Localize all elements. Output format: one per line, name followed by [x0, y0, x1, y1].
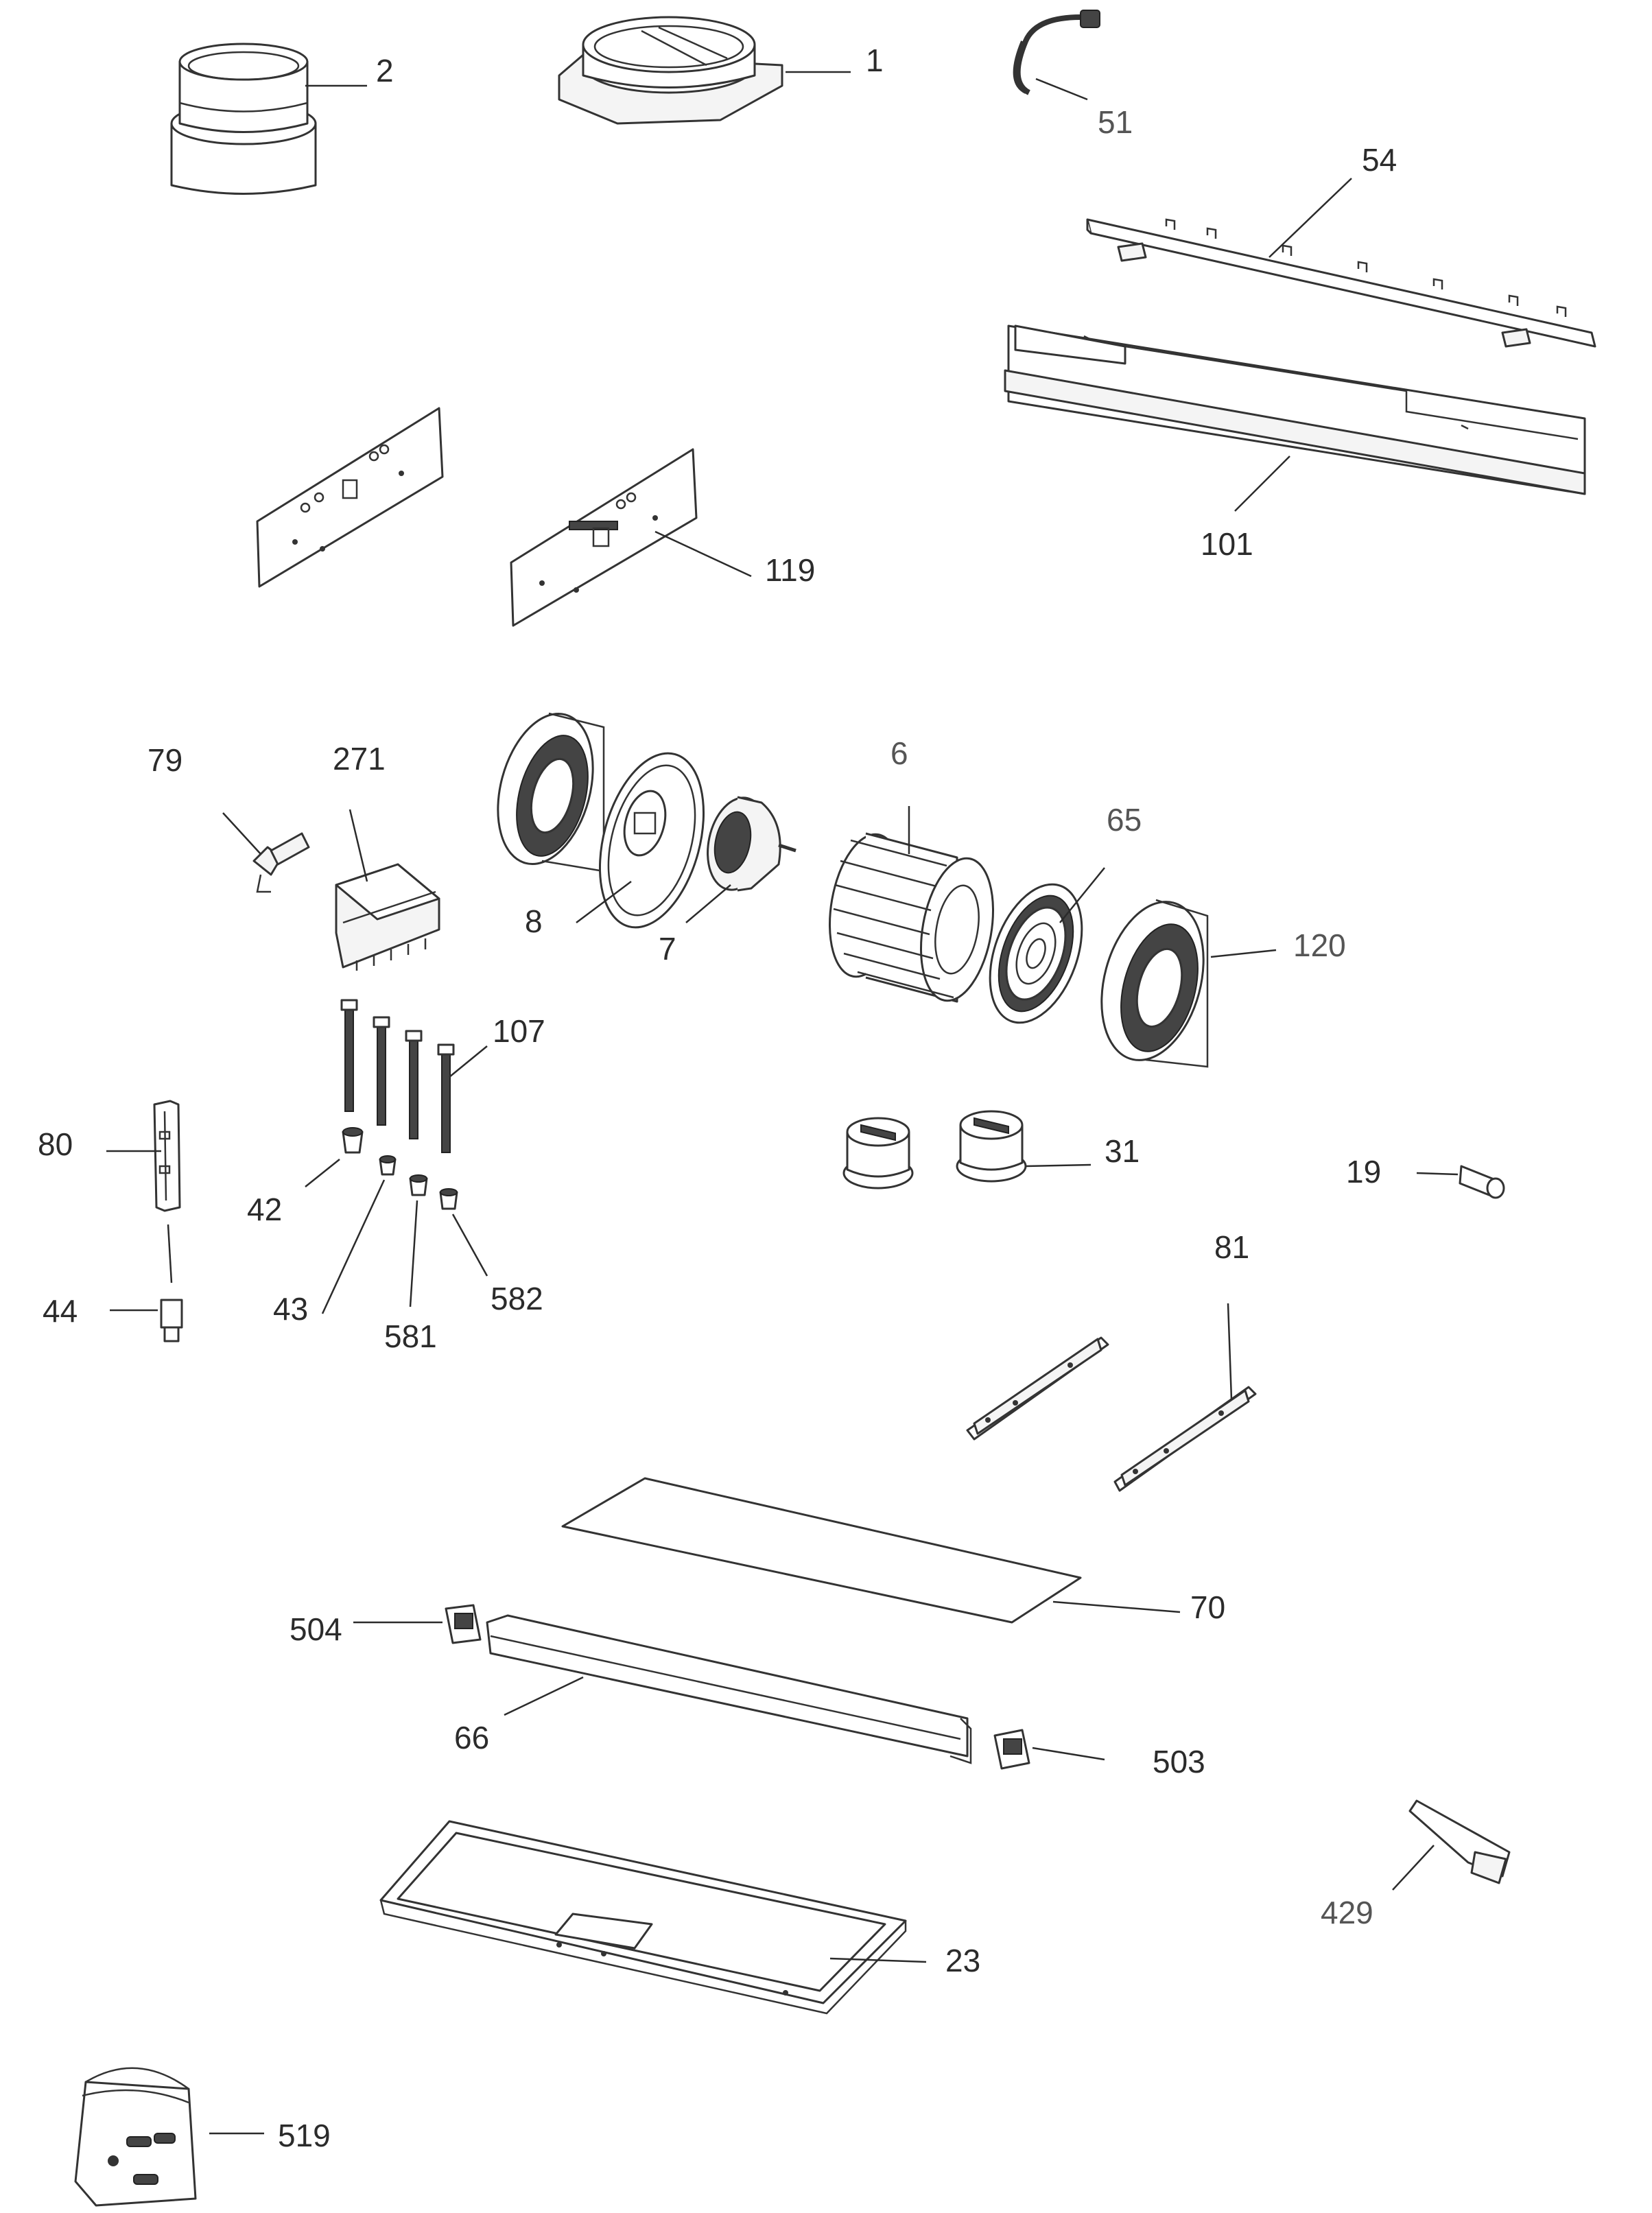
callout-70: 70 [1190, 1589, 1226, 1625]
part-2-duct-collar [170, 43, 367, 195]
callout-6: 6 [890, 735, 908, 771]
part-119-plate-right [510, 448, 752, 627]
part-8-filter-cassette-left [497, 712, 605, 873]
part-79-clamp [222, 812, 310, 893]
part-19-lamp [1416, 1165, 1505, 1199]
part-101-channel [1004, 324, 1586, 512]
callout-582: 582 [491, 1281, 543, 1316]
callout-101: 101 [1201, 526, 1253, 562]
callout-42: 42 [247, 1192, 283, 1227]
callout-23: 23 [945, 1943, 981, 1978]
callout-80: 80 [38, 1126, 73, 1162]
callout-66: 66 [454, 1720, 490, 1755]
callout-429: 429 [1321, 1895, 1373, 1930]
part-429-clip [1392, 1799, 1511, 1891]
part-54-rail-bracket [1086, 178, 1596, 348]
part-8-motor-plate [576, 752, 705, 929]
part-70-glass-panel [561, 1477, 1181, 1624]
part-80-bracket [106, 1100, 181, 1283]
part-107-rods [340, 999, 488, 1153]
callout-503: 503 [1153, 1744, 1205, 1779]
part-582-bushing [439, 1188, 488, 1277]
callout-107: 107 [493, 1013, 545, 1049]
part-271-control-module [335, 809, 440, 971]
part-31-knob-right [956, 1110, 1092, 1183]
part-65-grille [989, 867, 1105, 1024]
callout-31: 31 [1105, 1133, 1140, 1169]
part-120-filter-cassette [1100, 899, 1277, 1068]
callout-1: 1 [866, 43, 884, 78]
part-23-filter-frame [379, 1820, 927, 2015]
callout-2: 2 [376, 53, 394, 88]
part-1-flange-adapter [558, 16, 851, 125]
callout-81: 81 [1214, 1229, 1250, 1265]
part-504-end-cap [353, 1604, 482, 1644]
part-519-hardware-bag [74, 2067, 264, 2207]
callout-581: 581 [384, 1318, 437, 1354]
callout-79: 79 [148, 742, 183, 778]
part-51-power-cable [1013, 10, 1100, 101]
callout-519: 519 [278, 2118, 331, 2153]
callout-8: 8 [525, 903, 543, 939]
part-81-rail-left [966, 1336, 1109, 1441]
callout-119: 119 [765, 552, 816, 588]
callout-51: 51 [1098, 104, 1133, 140]
part-31-knob-left [842, 1117, 914, 1190]
part-503-end-cap [993, 1729, 1105, 1770]
callout-504: 504 [290, 1611, 342, 1647]
callout-7: 7 [659, 931, 676, 967]
callout-65: 65 [1107, 802, 1142, 838]
callout-19: 19 [1346, 1154, 1382, 1190]
callout-43: 43 [273, 1291, 309, 1327]
part-7-motor [685, 796, 796, 923]
part-42-bushing [305, 1127, 364, 1187]
part-66-front-profile [486, 1614, 972, 1764]
callout-44: 44 [43, 1293, 78, 1329]
part-581-bushing [409, 1174, 428, 1307]
part-43-bushing [321, 1155, 397, 1314]
callout-54: 54 [1362, 142, 1397, 178]
part-44-holder [110, 1299, 183, 1342]
part-119-plate-left [256, 407, 444, 588]
part-6-blower-wheel [828, 806, 995, 1003]
part-81-rail-right [1113, 1303, 1257, 1492]
callout-120: 120 [1293, 927, 1346, 963]
callout-271: 271 [333, 741, 386, 777]
